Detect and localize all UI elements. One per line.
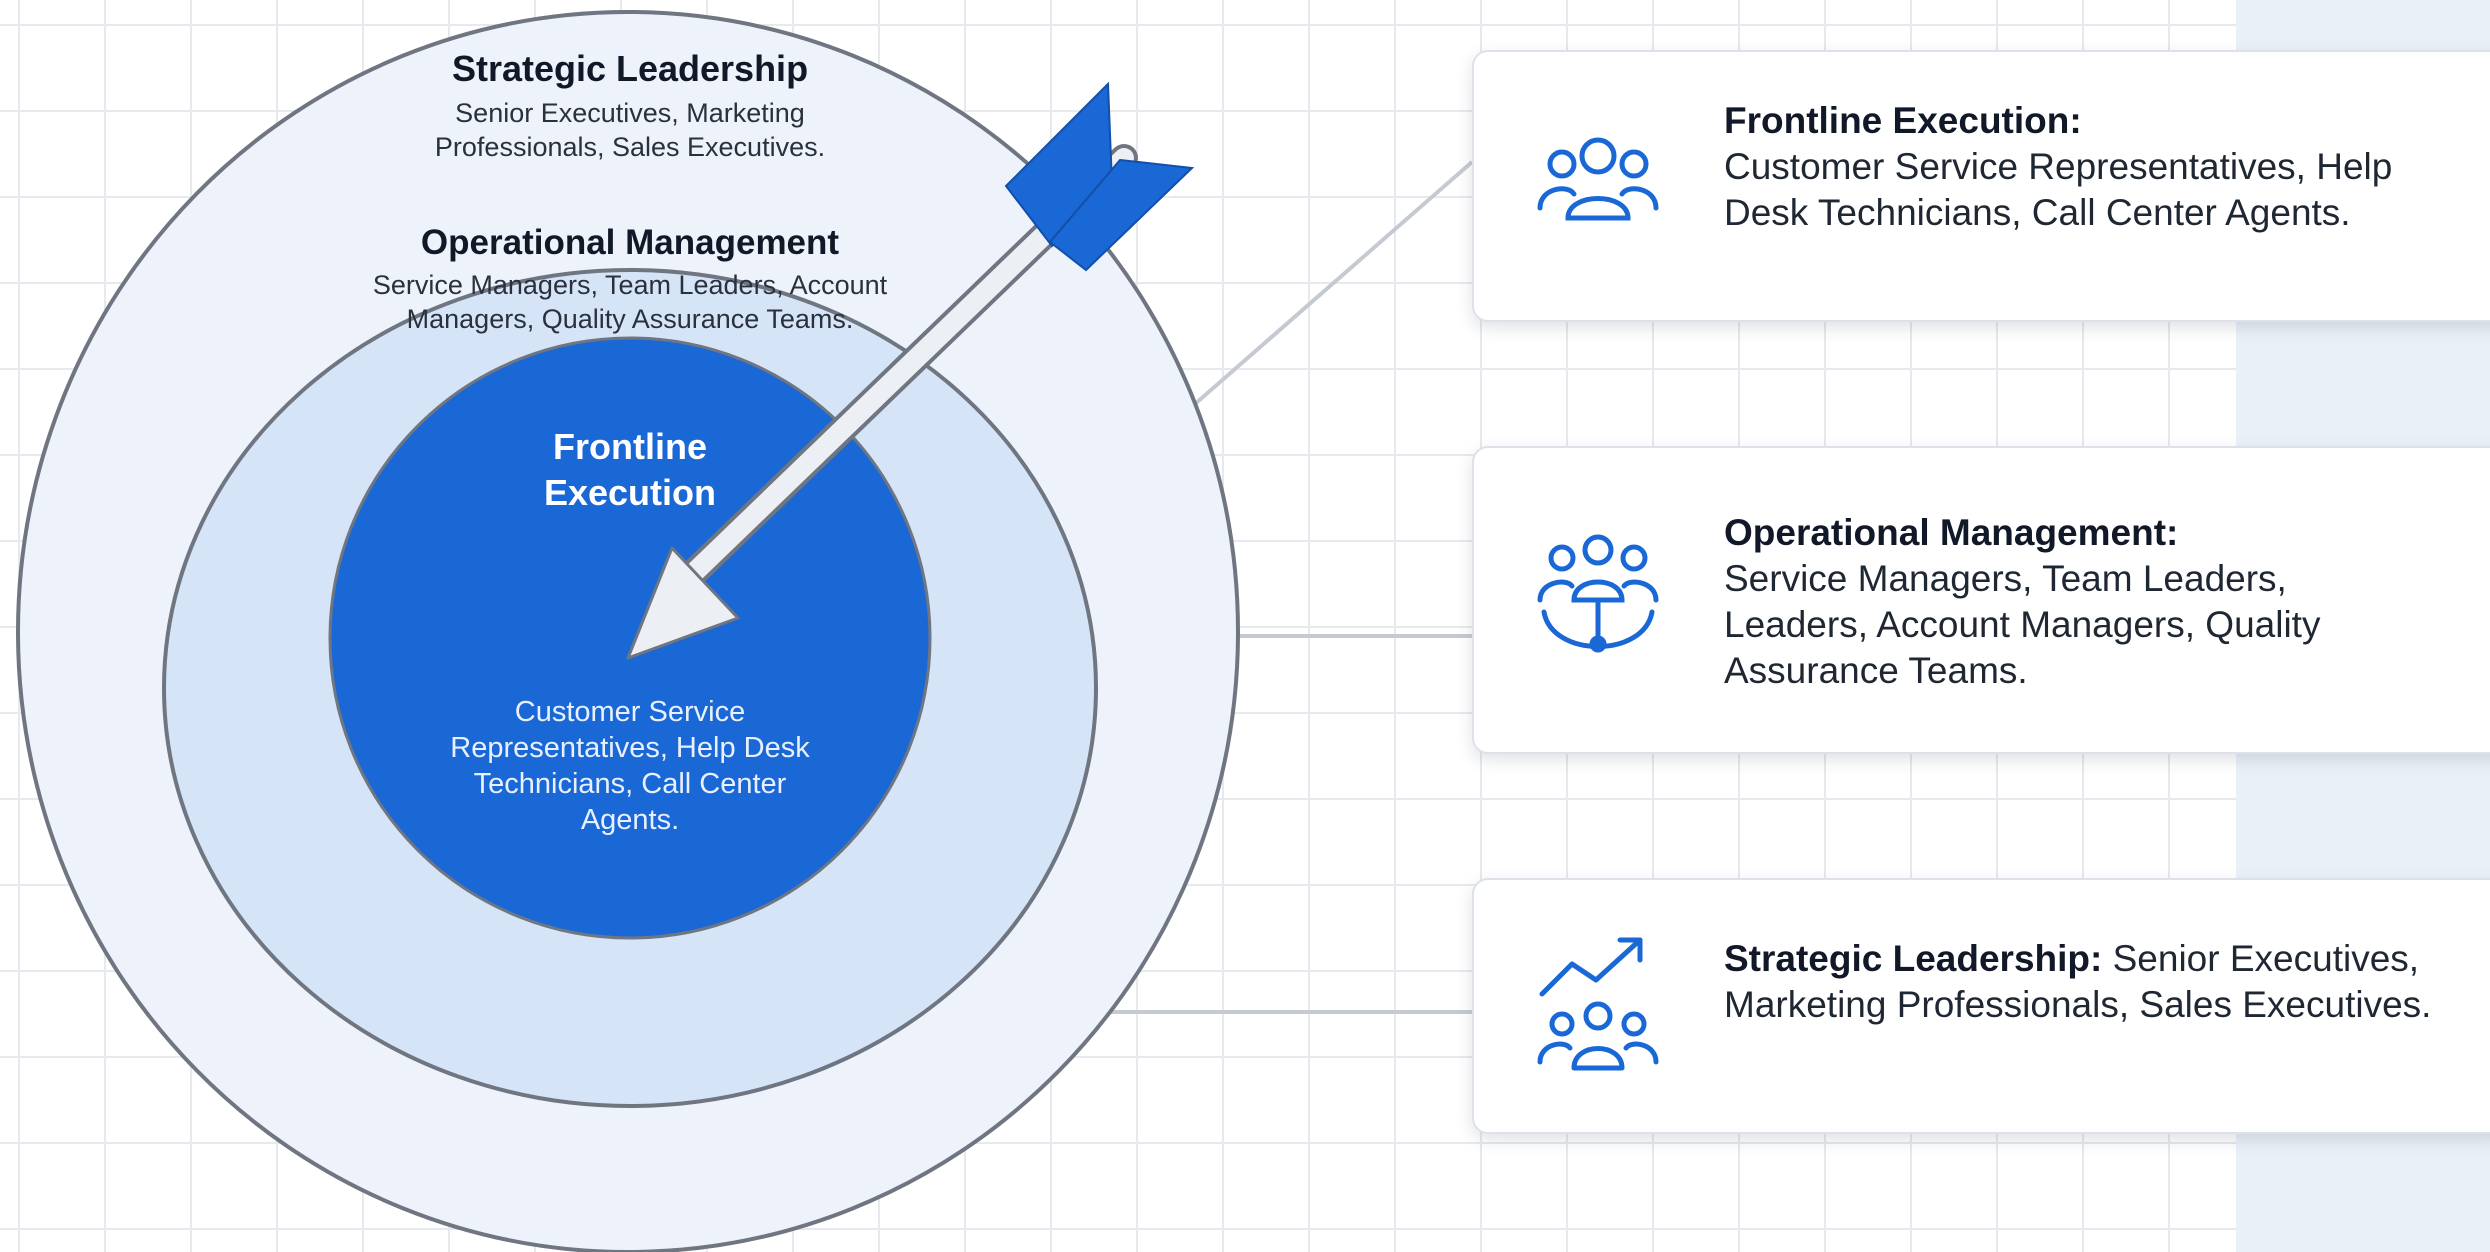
operational-card-body: Service Managers, Team Leaders, Leaders,… — [1724, 558, 2321, 691]
strategic-ring-subtitle: Senior Executives, Marketing Professiona… — [434, 98, 826, 162]
strategic-ring-title: Strategic Leadership — [451, 48, 809, 89]
team-hierarchy-icon — [1537, 534, 1659, 653]
operational-management-card: Operational Management: Service Managers… — [1472, 446, 2490, 754]
operational-ring-subtitle: Service Managers, Team Leaders, Account … — [372, 270, 888, 334]
strategic-ring-label: Strategic Leadership Senior Executives, … — [330, 46, 930, 164]
strategic-card-text: Strategic Leadership: Senior Executives,… — [1724, 936, 2434, 1028]
operational-card-text: Operational Management: Service Managers… — [1724, 510, 2434, 694]
frontline-ring-title: Frontline Execution — [543, 426, 717, 513]
strategic-card-body: Senior Executives, Marketing Professiona… — [1724, 938, 2432, 1025]
frontline-execution-card: Frontline Execution: Customer Service Re… — [1472, 50, 2490, 322]
frontline-card-text: Frontline Execution: Customer Service Re… — [1724, 98, 2434, 236]
strategic-card-title: Strategic Leadership: — [1724, 938, 2103, 979]
frontline-card-title: Frontline Execution: — [1724, 100, 2082, 141]
team-group-icon — [1537, 137, 1659, 221]
strategic-leadership-card: Strategic Leadership: Senior Executives,… — [1472, 878, 2490, 1134]
arrow-icon — [626, 81, 1195, 660]
growth-team-icon — [1537, 937, 1659, 1071]
frontline-card-body: Customer Service Representatives, Help D… — [1724, 146, 2393, 233]
operational-ring-title: Operational Management — [420, 223, 840, 262]
operational-ring-label: Operational Management Service Managers,… — [300, 220, 960, 336]
frontline-ring-subtitle: Customer Service Representatives, Help D… — [450, 696, 810, 836]
operational-card-title: Operational Management: — [1724, 512, 2179, 553]
